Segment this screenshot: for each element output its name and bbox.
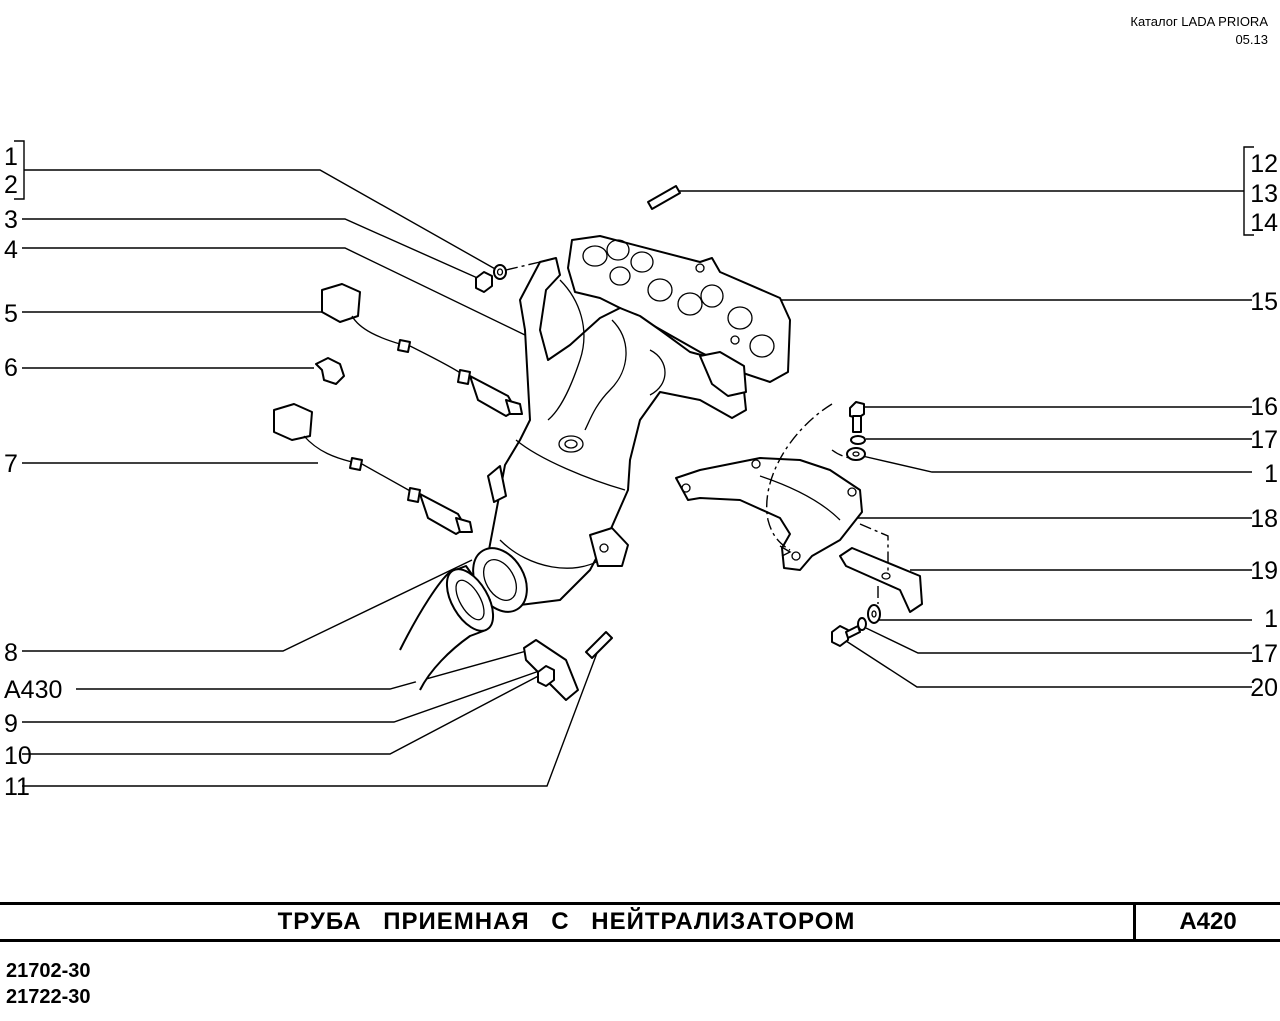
callout-17b[interactable]: 17 bbox=[1250, 640, 1278, 668]
title-bar: ТРУБА ПРИЕМНАЯ С НЕЙТРАЛИЗАТОРОМ A420 bbox=[0, 902, 1280, 942]
callout-5[interactable]: 5 bbox=[4, 300, 18, 328]
callout-2[interactable]: 2 bbox=[4, 171, 18, 199]
leader-lines-left bbox=[22, 169, 601, 787]
callout-14[interactable]: 14 bbox=[1250, 209, 1278, 237]
nut-and-washer bbox=[475, 261, 541, 293]
manifold-gasket bbox=[567, 235, 791, 383]
model-code: 21722-30 bbox=[6, 986, 91, 1008]
lower-bolt-set bbox=[831, 604, 881, 647]
support-bracket bbox=[839, 547, 923, 613]
callout-4[interactable]: 4 bbox=[4, 236, 18, 264]
callout-15[interactable]: 15 bbox=[1250, 288, 1278, 316]
callout-10[interactable]: 10 bbox=[4, 742, 32, 770]
callout-1[interactable]: 1 bbox=[4, 143, 18, 171]
title-divider bbox=[1133, 905, 1136, 939]
exploded-parts-diagram: 1 2 3 4 5 6 7 8 A430 9 10 11 12 13 14 15… bbox=[4, 140, 1278, 801]
callout-16[interactable]: 16 bbox=[1250, 393, 1278, 421]
callout-17a[interactable]: 17 bbox=[1250, 426, 1278, 454]
callout-3[interactable]: 3 bbox=[4, 206, 18, 234]
callout-20[interactable]: 20 bbox=[1250, 674, 1278, 702]
manifold-stud bbox=[647, 185, 681, 210]
callout-1a[interactable]: 1 bbox=[1264, 460, 1278, 488]
model-code: 21702-30 bbox=[6, 960, 91, 982]
callout-12[interactable]: 12 bbox=[1250, 150, 1278, 178]
catalog-name: Каталог LADA PRIORA bbox=[1130, 14, 1268, 29]
callout-7[interactable]: 7 bbox=[4, 450, 18, 478]
diagram-code: A420 bbox=[1179, 908, 1237, 935]
catalog-date: 05.13 bbox=[1235, 32, 1268, 47]
diagram-title: ТРУБА ПРИЕМНАЯ С НЕЙТРАЛИЗАТОРОМ bbox=[277, 908, 856, 935]
callout-1b[interactable]: 1 bbox=[1264, 605, 1278, 633]
oxygen-sensor-lower bbox=[273, 403, 473, 535]
front-exhaust-pipe bbox=[399, 565, 495, 691]
callout-8[interactable]: 8 bbox=[4, 639, 18, 667]
oxygen-sensor-upper bbox=[321, 283, 523, 417]
callout-18[interactable]: 18 bbox=[1250, 505, 1278, 533]
assembly-axes bbox=[766, 403, 889, 604]
callout-19[interactable]: 19 bbox=[1250, 557, 1278, 585]
callout-11[interactable]: 11 bbox=[4, 773, 30, 801]
callout-a430[interactable]: A430 bbox=[4, 676, 62, 704]
callout-13[interactable]: 13 bbox=[1250, 180, 1278, 208]
mounting-bracket bbox=[675, 457, 863, 571]
leader-lines-right bbox=[668, 190, 1252, 688]
manifold-with-catalyst bbox=[487, 257, 747, 606]
callout-6[interactable]: 6 bbox=[4, 354, 18, 382]
upper-bolt-set bbox=[846, 401, 866, 461]
sensor-clip bbox=[315, 357, 345, 385]
pipe-fasteners bbox=[523, 631, 613, 701]
callout-9[interactable]: 9 bbox=[4, 710, 18, 738]
